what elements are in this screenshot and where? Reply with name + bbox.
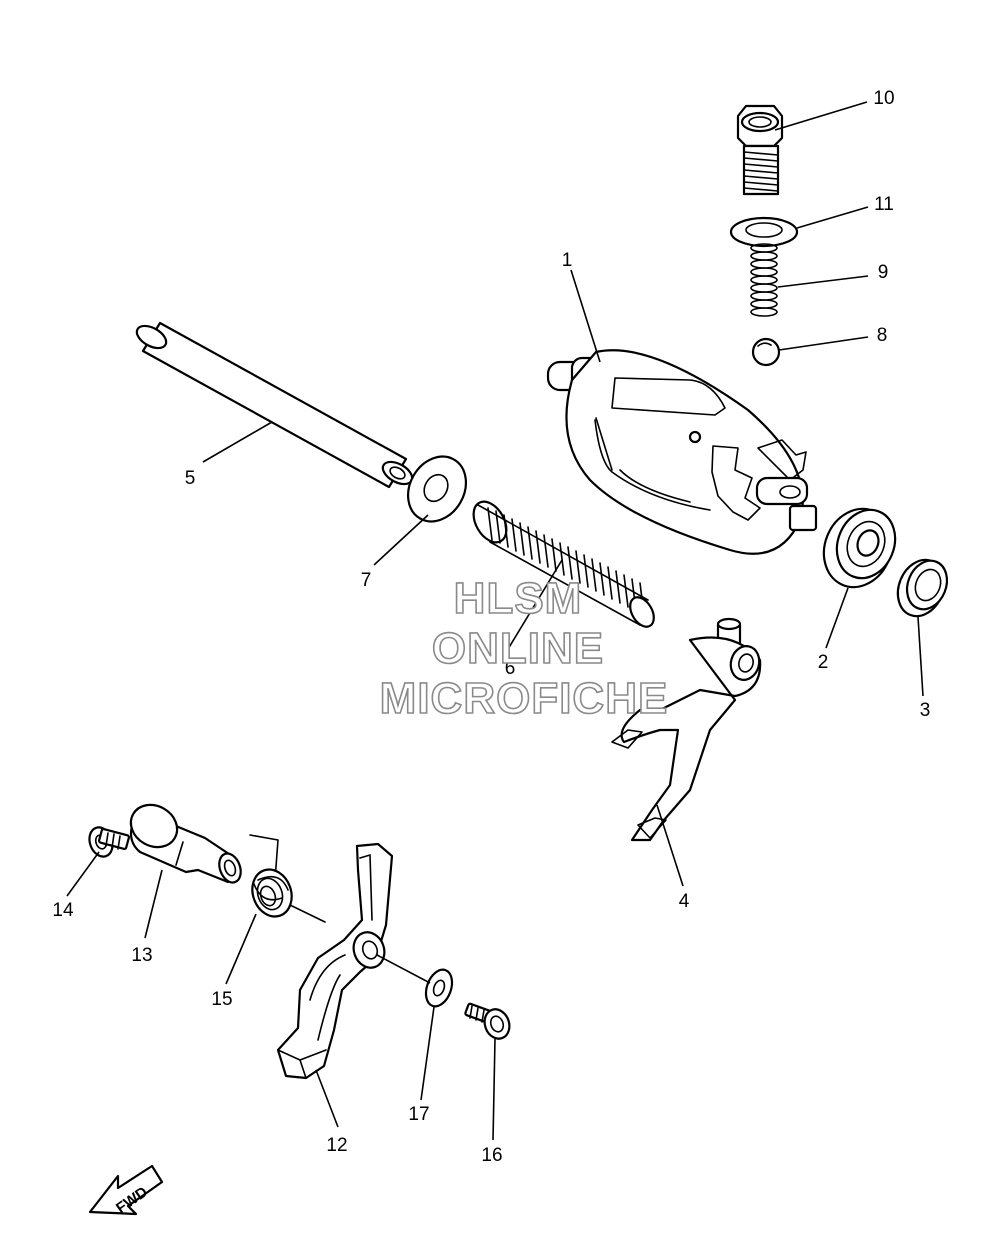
part-12-shift-lever[interactable] xyxy=(276,842,394,1080)
part-10-bolt[interactable] xyxy=(736,104,784,196)
leader-9 xyxy=(777,275,869,288)
part-3-oil-seal[interactable] xyxy=(890,553,954,623)
part-6-spring[interactable] xyxy=(467,496,659,631)
leader-16 xyxy=(492,1038,496,1141)
watermark-line-1: HLSM xyxy=(454,574,583,623)
callout-6: 6 xyxy=(505,658,516,679)
callout-16: 16 xyxy=(481,1145,502,1166)
leader-17-center xyxy=(376,954,431,984)
callout-labels: 10 11 9 8 1 5 7 6 2 3 4 14 13 15 12 17 1… xyxy=(52,88,930,1166)
part-15-torsion-spring[interactable] xyxy=(246,834,326,923)
part-8-ball[interactable] xyxy=(751,337,781,367)
part-16-bolt[interactable] xyxy=(464,1002,514,1042)
callout-8: 8 xyxy=(877,325,888,346)
leader-2 xyxy=(825,587,849,649)
callout-1: 1 xyxy=(562,250,573,271)
leader-11 xyxy=(796,206,869,229)
leader-14 xyxy=(66,851,100,897)
part-4-shift-fork[interactable] xyxy=(611,617,763,842)
leader-6 xyxy=(504,559,563,655)
callout-3: 3 xyxy=(920,700,931,721)
callout-13: 13 xyxy=(131,945,152,966)
leader-8 xyxy=(778,336,869,351)
callout-4: 4 xyxy=(679,891,690,912)
callout-2: 2 xyxy=(818,652,829,673)
callout-7: 7 xyxy=(361,570,372,591)
part-2-bearing[interactable] xyxy=(812,499,905,598)
leader-15 xyxy=(225,913,257,985)
watermark-line-2: ONLINE xyxy=(432,624,604,673)
callout-9: 9 xyxy=(878,262,889,283)
fwd-direction-arrow: FWD xyxy=(88,1164,164,1217)
part-5-guide-bar[interactable] xyxy=(133,321,416,489)
callout-14: 14 xyxy=(52,900,74,921)
leader-7 xyxy=(373,514,429,566)
callout-15: 15 xyxy=(211,989,232,1010)
leader-13 xyxy=(144,869,163,939)
callout-12: 12 xyxy=(326,1135,347,1156)
leader-1 xyxy=(570,269,601,363)
watermark-line-3: MICROFICHE xyxy=(380,674,669,723)
part-11-gasket[interactable] xyxy=(729,216,799,248)
leader-5 xyxy=(202,421,273,463)
part-17-washer[interactable] xyxy=(421,966,457,1010)
leader-4 xyxy=(656,804,684,887)
part-9-spring[interactable] xyxy=(750,243,778,317)
watermark: HLSM ONLINE MICROFICHE xyxy=(379,573,669,724)
callout-5: 5 xyxy=(185,468,196,489)
callout-17: 17 xyxy=(408,1104,429,1125)
callout-11: 11 xyxy=(874,194,894,215)
part-14-bolt[interactable] xyxy=(86,824,130,860)
leader-17 xyxy=(420,1006,435,1101)
part-13-collar[interactable] xyxy=(123,797,244,886)
part-1-shift-drum[interactable] xyxy=(546,349,818,555)
leader-lines xyxy=(66,101,924,1141)
leader-3 xyxy=(917,616,924,697)
part-7-washer[interactable] xyxy=(397,446,478,532)
leader-12 xyxy=(315,1069,339,1128)
leader-10 xyxy=(774,101,868,131)
callout-10: 10 xyxy=(873,88,894,109)
